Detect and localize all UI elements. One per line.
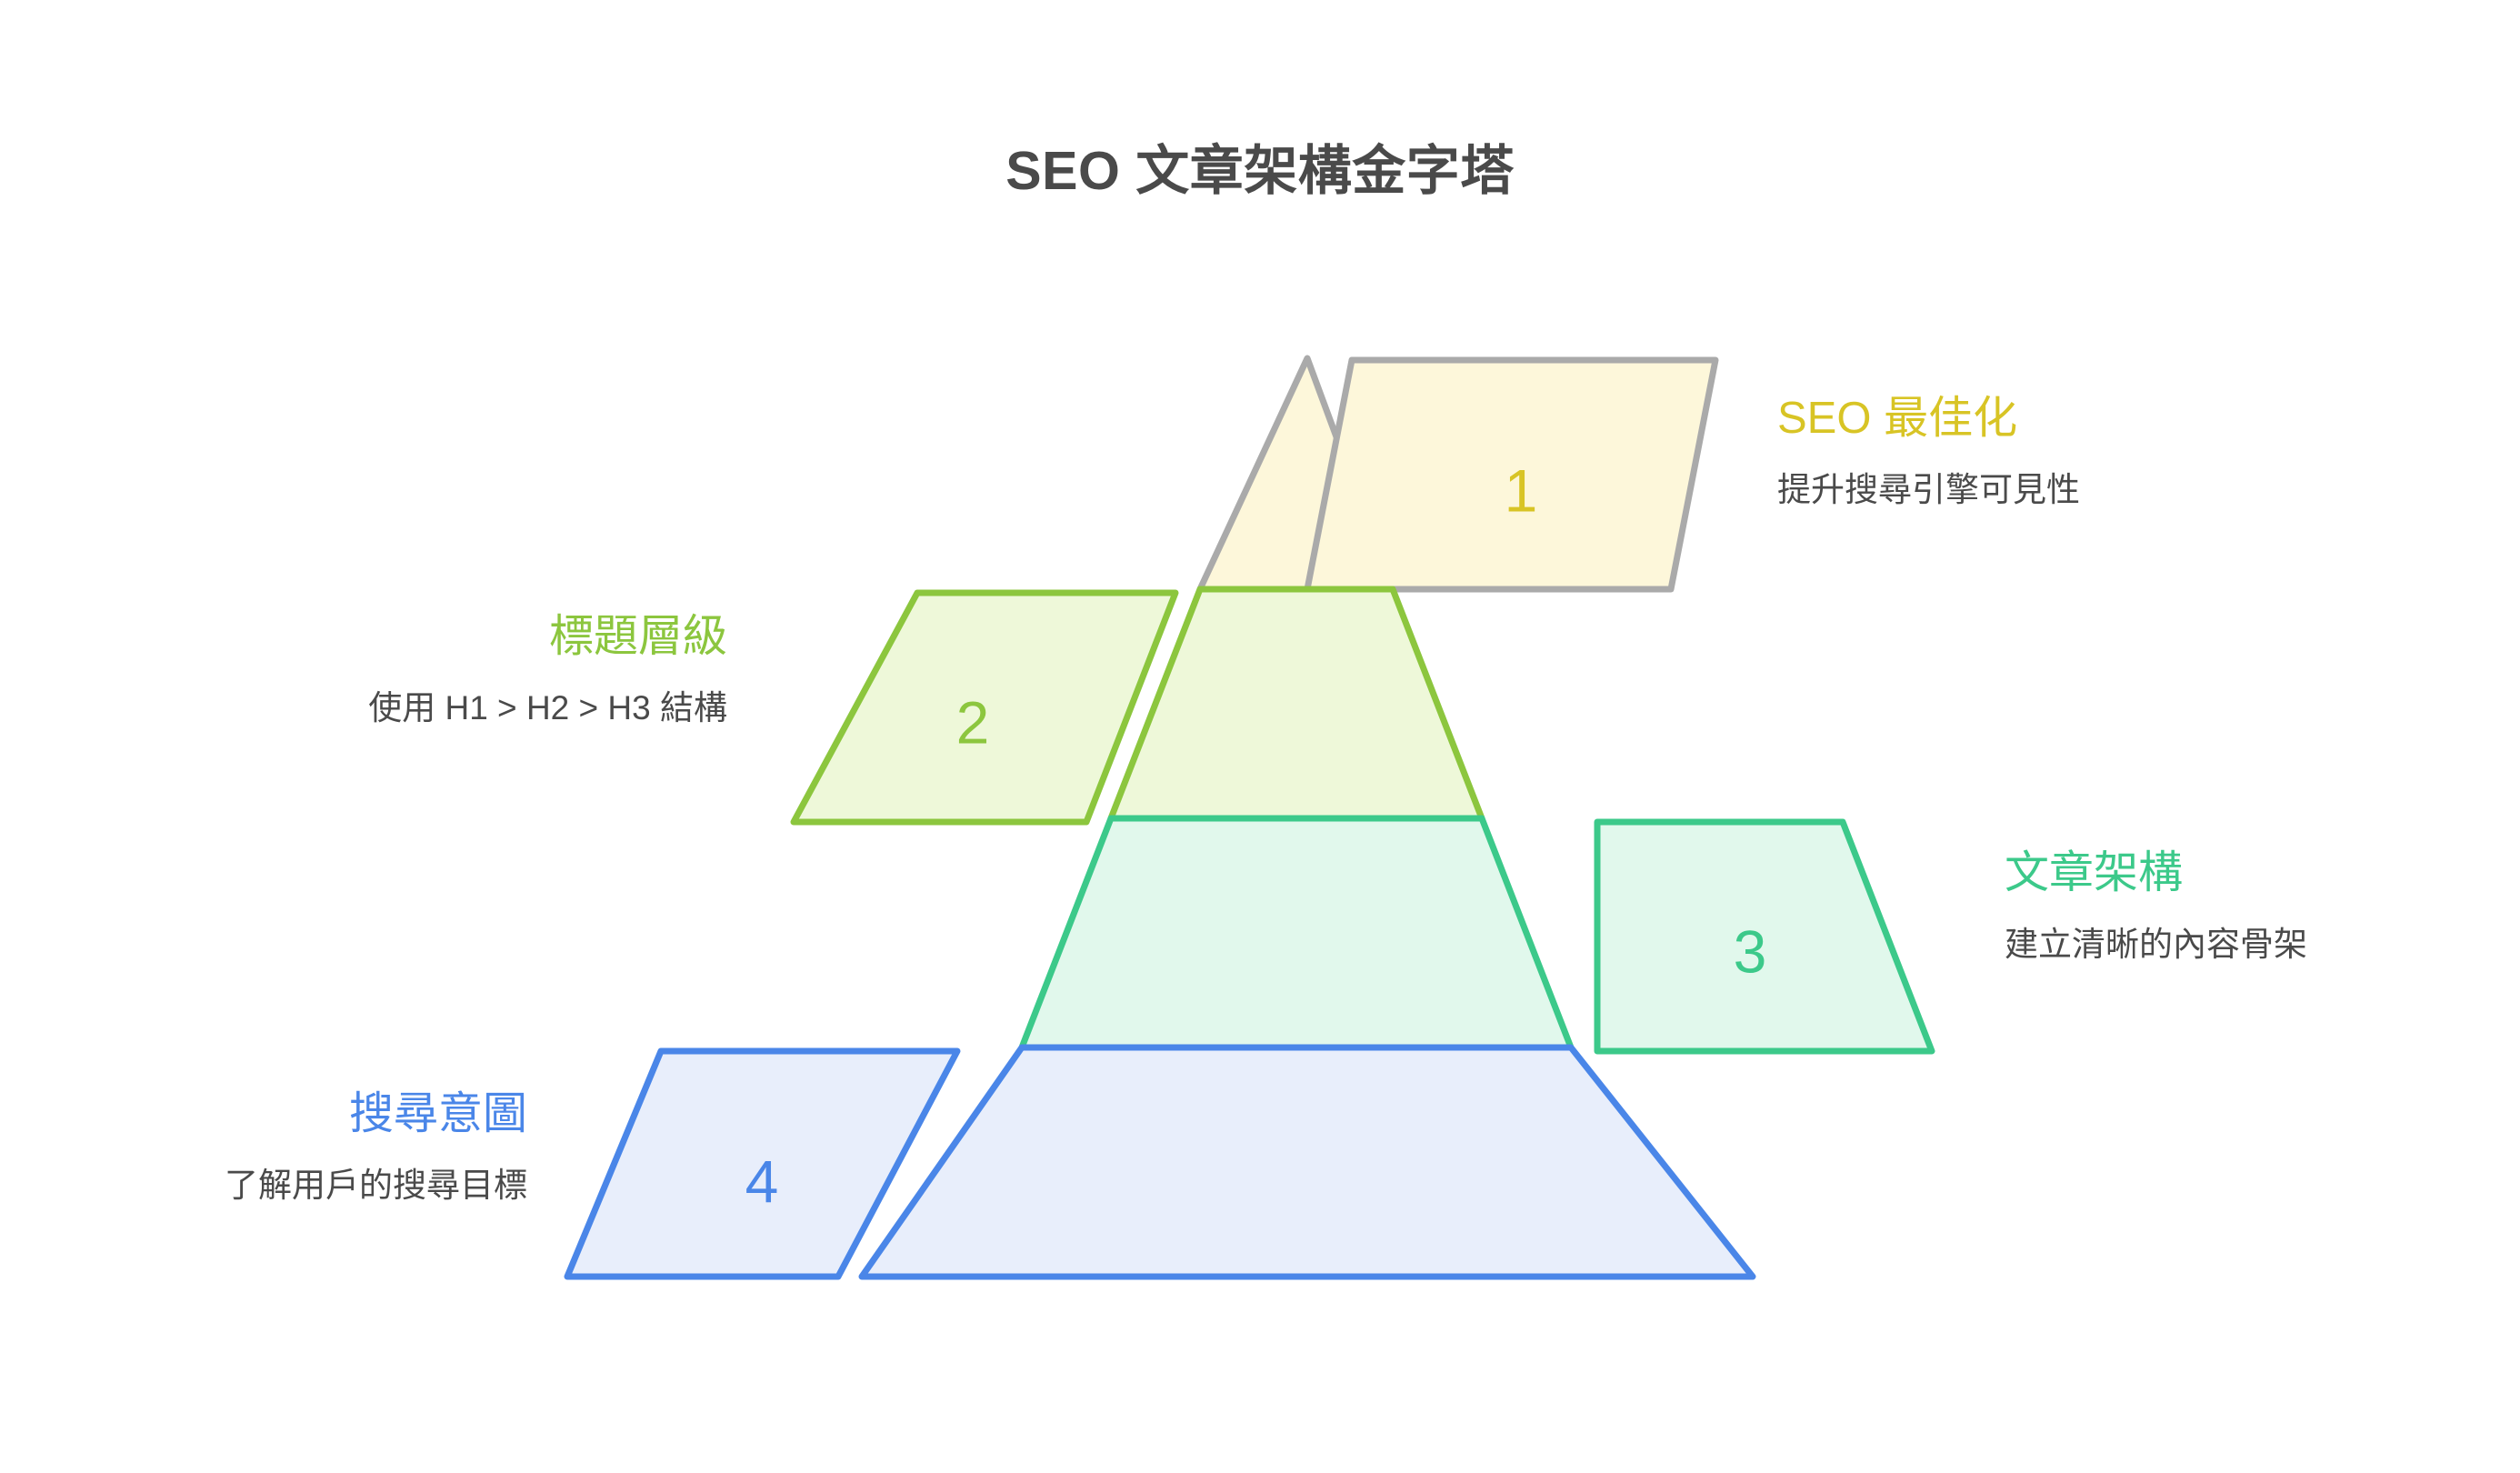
callout-label-4[interactable]: 搜尋意圖 了解用戶的搜尋目標	[0, 1087, 527, 1210]
pyramid-tier-2[interactable]: 2	[790, 586, 1485, 826]
pyramid-tier-4-number: 4	[745, 1147, 779, 1215]
callout-desc-2: 使用 H1 > H2 > H3 結構	[368, 689, 727, 727]
callout-label-3[interactable]: 文章架構 建立清晰的內容骨架	[2005, 846, 2520, 969]
pyramid-tier-1[interactable]: 1	[1196, 355, 1719, 593]
callout-label-1[interactable]: SEO 最佳化 提升搜尋引擎可見性	[1777, 391, 2323, 515]
pyramid-tier-4[interactable]: 4	[564, 1044, 1756, 1280]
callout-desc-1: 提升搜尋引擎可見性	[1777, 471, 2080, 509]
callout-title-1: SEO 最佳化	[1777, 394, 2018, 443]
pyramid-tier-4-callout[interactable]	[564, 1047, 961, 1280]
pyramid-tier-2-callout[interactable]	[790, 589, 1179, 826]
pyramid-tier-2-number: 2	[956, 688, 990, 756]
pyramid-tier-3[interactable]: 3	[1018, 815, 1935, 1055]
callout-desc-3: 建立清晰的內容骨架	[2005, 926, 2307, 964]
pyramid-tier-4-body	[858, 1044, 1756, 1280]
pyramid-tier-3-number: 3	[1734, 917, 1767, 985]
callout-title-3: 文章架構	[2005, 848, 2184, 897]
pyramid-tier-1-number: 1	[1505, 456, 1538, 524]
pyramid-tier-3-callout[interactable]	[1594, 818, 1935, 1055]
callout-title-4: 搜尋意圖	[348, 1089, 527, 1138]
callout-desc-4: 了解用戶的搜尋目標	[225, 1167, 527, 1205]
pyramid-tier-3-body	[1018, 815, 1575, 1051]
callout-title-2: 標題層級	[548, 612, 727, 661]
page-title: SEO 文章架構金字塔	[1005, 141, 1515, 201]
pyramid-tier-1-callout[interactable]	[1304, 356, 1719, 593]
callout-label-2[interactable]: 標題層級 使用 H1 > H2 > H3 結構	[218, 609, 727, 733]
